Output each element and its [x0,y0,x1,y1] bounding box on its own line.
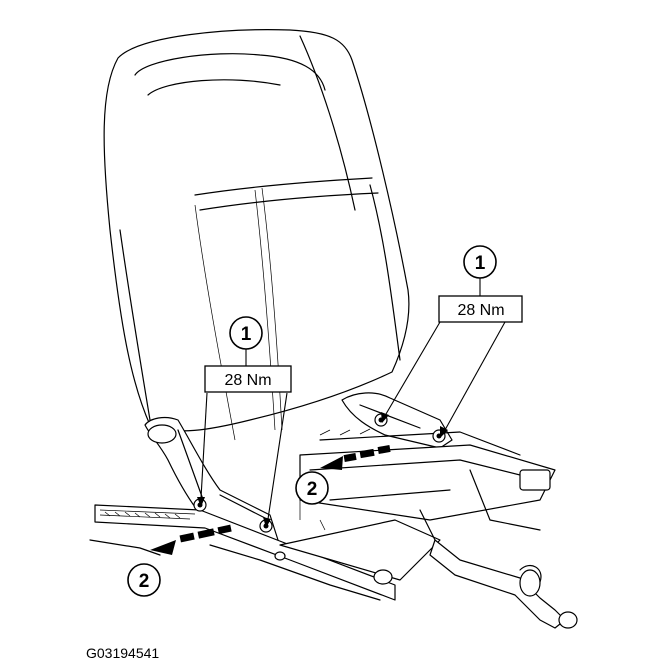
callout-2-lower-number: 2 [139,571,150,592]
left-recliner-bracket [144,416,279,549]
recliner-handle [429,539,578,629]
callout-1-left-number: 1 [241,324,252,345]
callout-2-upper-number: 2 [307,479,318,500]
callout-1-right-number: 1 [475,253,486,274]
callout-2-upper: 2 [295,471,329,505]
callout-1-left: 1 28 Nm [204,316,292,393]
seat-base-frame [89,428,556,601]
callout-1-left-torque: 28 Nm [224,372,271,389]
callout-1-right: 1 28 Nm [438,245,523,323]
callout-1-right-torque: 28 Nm [457,302,504,319]
callout-2-lower: 2 [127,563,161,597]
dashed-direction-arrow-left [150,524,232,555]
seat-backrest [103,29,410,441]
figure-id: G03194541 [86,645,159,658]
dashed-direction-arrow-right [320,445,391,470]
leader-lines [197,321,506,528]
